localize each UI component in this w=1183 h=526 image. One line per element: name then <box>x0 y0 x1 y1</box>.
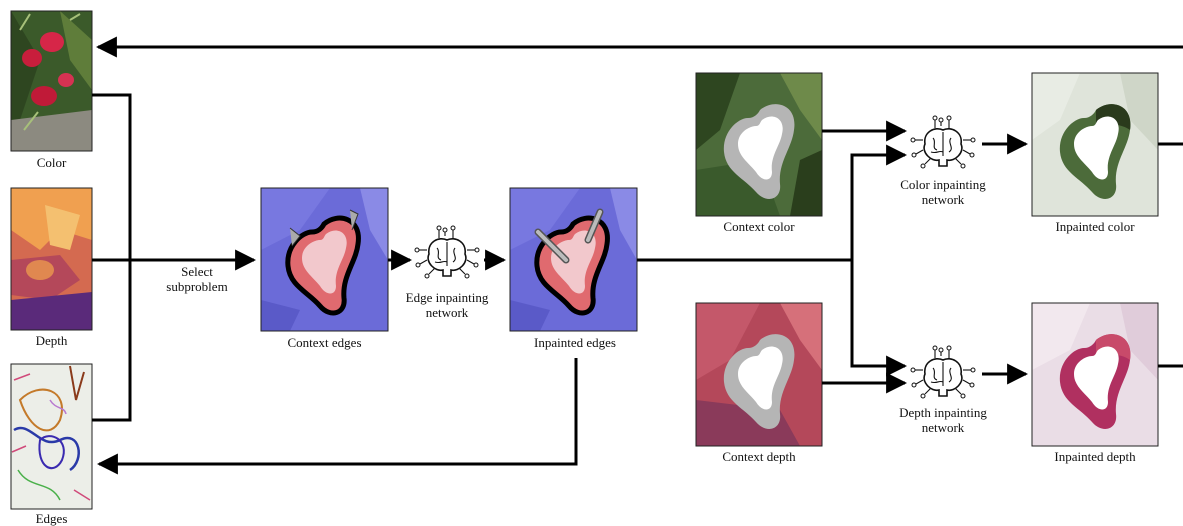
depth-network-line1: Depth inpainting <box>899 405 987 420</box>
inpainted-depth-label: Inpainted depth <box>1054 449 1136 464</box>
edge-network-line1: Edge inpainting <box>405 290 489 305</box>
context-edges-label: Context edges <box>287 335 362 350</box>
color-network-label: Color inpainting network <box>880 177 1006 207</box>
color-label: Color <box>36 155 67 170</box>
context-edges-image <box>261 188 388 331</box>
select-line1: Select <box>181 264 213 279</box>
select-subproblem-label: Select subproblem <box>150 264 244 294</box>
arrow-branch-down <box>850 260 908 377</box>
select-line2: subproblem <box>166 279 228 294</box>
edge-network-label: Edge inpainting network <box>390 290 504 320</box>
inpainted-depth-image <box>1032 303 1158 446</box>
edges-label: Edges <box>35 511 68 526</box>
inpainted-edges-label: Inpainted edges <box>534 335 616 350</box>
arrow-branch-up <box>850 144 908 260</box>
color-network-brain-icon <box>910 115 976 169</box>
color-input-image <box>11 11 92 151</box>
context-depth-image <box>696 303 822 446</box>
depth-network-label: Depth inpainting network <box>880 405 1006 435</box>
context-depth-label: Context depth <box>722 449 796 464</box>
edge-network-line2: network <box>425 305 469 320</box>
depth-network-line2: network <box>921 420 965 435</box>
context-color-label: Context color <box>723 219 795 234</box>
edge-network-brain-icon <box>414 225 480 279</box>
depth-label: Depth <box>35 333 68 348</box>
edges-input-image <box>11 364 92 509</box>
inpainted-color-image <box>1032 73 1158 216</box>
inpainted-edges-image <box>510 188 637 331</box>
color-network-line2: network <box>921 192 965 207</box>
depth-network-brain-icon <box>910 345 976 399</box>
feedback-arrow-bottom <box>96 358 578 475</box>
context-color-image <box>696 73 822 216</box>
inpainted-color-label: Inpainted color <box>1055 219 1135 234</box>
color-network-line1: Color inpainting <box>900 177 986 192</box>
connector-lines <box>92 36 1183 475</box>
depth-input-image <box>11 188 92 330</box>
bracket-color-to-main <box>92 93 132 422</box>
